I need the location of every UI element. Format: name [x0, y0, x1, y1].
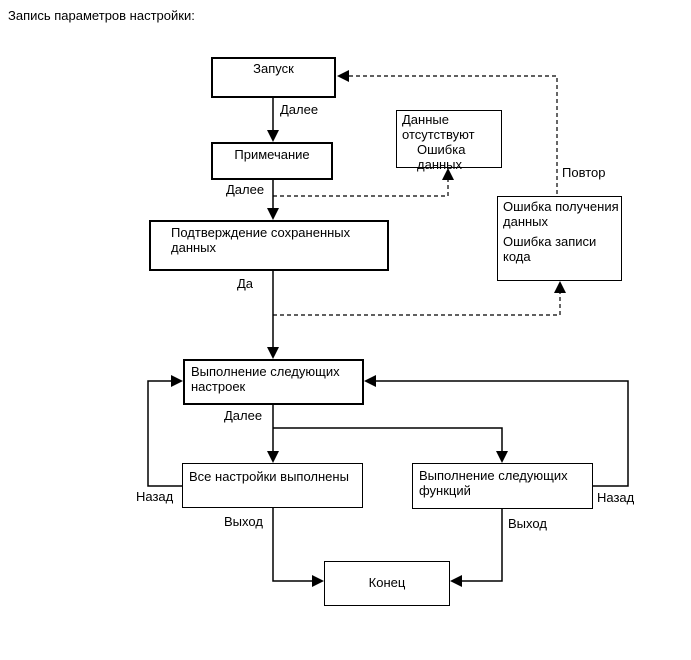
node-start: Запуск — [211, 57, 336, 98]
page-title: Запись параметров настройки: — [8, 8, 195, 23]
edge-label-exit-right: Выход — [508, 516, 547, 531]
edge-back-right-loop — [376, 380, 629, 487]
node-end-label: Конец — [368, 575, 406, 590]
edge-label-next-2: Далее — [226, 182, 265, 197]
edge-label-retry: Повтор — [562, 165, 606, 180]
node-note: Примечание — [211, 142, 333, 180]
node-all-done: Все настройки выполнены — [182, 463, 363, 508]
arrowhead-left-icon — [364, 375, 376, 387]
edge-exit-right-to-end — [462, 509, 503, 582]
arrowhead-up-icon — [554, 281, 566, 293]
arrowhead-down-icon — [496, 451, 508, 463]
edge-next-settings-to-next-functions — [273, 427, 503, 451]
edge-label-next-1: Далее — [280, 102, 319, 117]
node-no-data-line1: Данные отсутствуют — [402, 112, 475, 142]
node-receive-error-line2: Ошибка записи кода — [503, 234, 597, 264]
arrowhead-left-icon — [450, 575, 462, 587]
node-receive-error-line1: Ошибка получения данных — [503, 199, 619, 229]
arrowhead-right-icon — [312, 575, 324, 587]
arrowhead-down-icon — [267, 208, 279, 220]
edge-retry-to-start — [349, 75, 558, 196]
node-next-functions: Выполнение следующих функций — [412, 463, 593, 509]
arrowhead-right-icon — [171, 375, 183, 387]
edge-note-to-no-data-error — [273, 180, 449, 197]
node-no-data-line2: Ошибка данных — [417, 142, 466, 172]
edge-label-back-left: Назад — [136, 489, 174, 504]
node-start-label: Запуск — [253, 61, 294, 76]
node-no-data: Данные отсутствуют Ошибка данных — [396, 110, 502, 172]
arrowhead-down-icon — [267, 451, 279, 463]
node-next-settings: Выполнение следующих настроек — [183, 359, 364, 405]
arrowhead-down-icon — [267, 347, 279, 359]
node-note-label: Примечание — [234, 147, 310, 162]
edge-back-left-loop — [147, 380, 182, 487]
arrowhead-down-icon — [267, 130, 279, 142]
edge-confirm-to-receive-error — [273, 293, 561, 316]
edge-label-yes: Да — [237, 276, 254, 291]
edge-label-back-right: Назад — [597, 490, 635, 505]
arrowhead-up-icon — [442, 168, 454, 180]
node-confirm-label: Подтверждение сохраненных данных — [171, 225, 351, 255]
node-receive-error: Ошибка получения данных Ошибка записи ко… — [497, 196, 622, 281]
edge-exit-left-to-end — [272, 508, 312, 582]
edge-label-next-3: Далее — [224, 408, 263, 423]
node-all-done-label: Все настройки выполнены — [189, 469, 349, 484]
node-next-settings-label: Выполнение следующих настроек — [191, 364, 340, 394]
edge-label-exit-left: Выход — [224, 514, 263, 529]
node-next-functions-label: Выполнение следующих функций — [419, 468, 568, 498]
arrowhead-left-icon — [337, 70, 349, 82]
node-end: Конец — [324, 561, 450, 606]
node-confirm: Подтверждение сохраненных данных — [149, 220, 389, 271]
